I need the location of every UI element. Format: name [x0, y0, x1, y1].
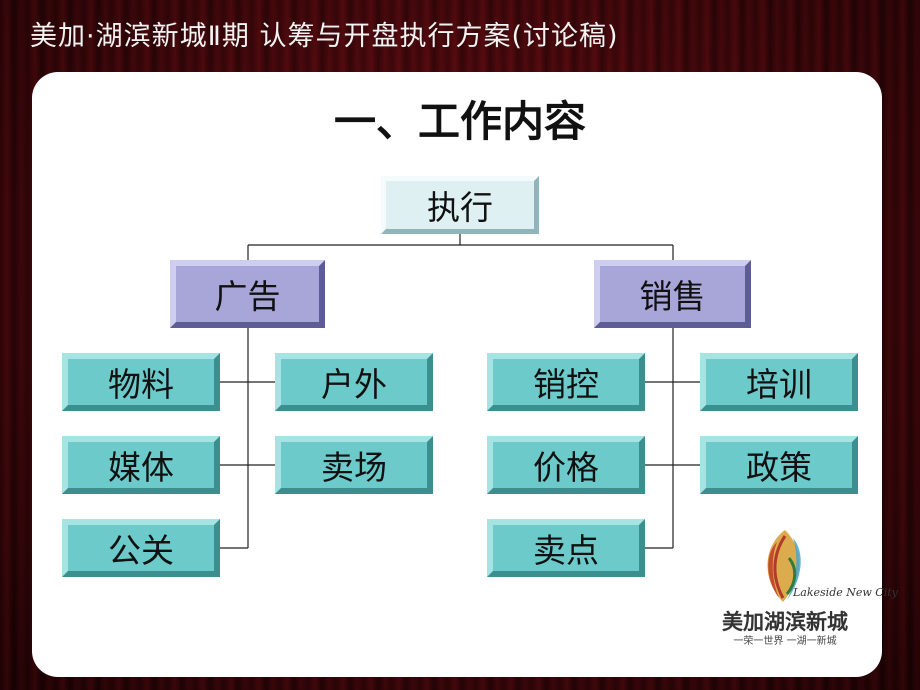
node-public-relations: 公关 — [62, 519, 220, 577]
node-sales-venue: 卖场 — [275, 436, 433, 494]
node-pricing: 价格 — [487, 436, 645, 494]
node-sales: 销售 — [594, 260, 751, 328]
brand-logo: Lakeside New City 美加湖滨新城 一荣一世界 一湖一新城 — [705, 528, 898, 648]
node-root: 执行 — [381, 176, 539, 234]
node-advertising: 广告 — [170, 260, 325, 328]
node-selling-points: 卖点 — [487, 519, 645, 577]
node-sales-control: 销控 — [487, 353, 645, 411]
node-training: 培训 — [700, 353, 858, 411]
logo-script: Lakeside New City — [793, 586, 898, 599]
node-outdoor: 户外 — [275, 353, 433, 411]
logo-tagline: 一荣一世界 一湖一新城 — [733, 636, 837, 647]
node-materials: 物料 — [62, 353, 220, 411]
node-media: 媒体 — [62, 436, 220, 494]
node-policy: 政策 — [700, 436, 858, 494]
header-title: 美加·湖滨新城Ⅱ期 认筹与开盘执行方案(讨论稿) — [30, 21, 619, 52]
slide-title: 一、工作内容 — [333, 97, 586, 146]
logo-name: 美加湖滨新城 — [722, 609, 848, 634]
leaf-logo-icon — [767, 530, 801, 602]
